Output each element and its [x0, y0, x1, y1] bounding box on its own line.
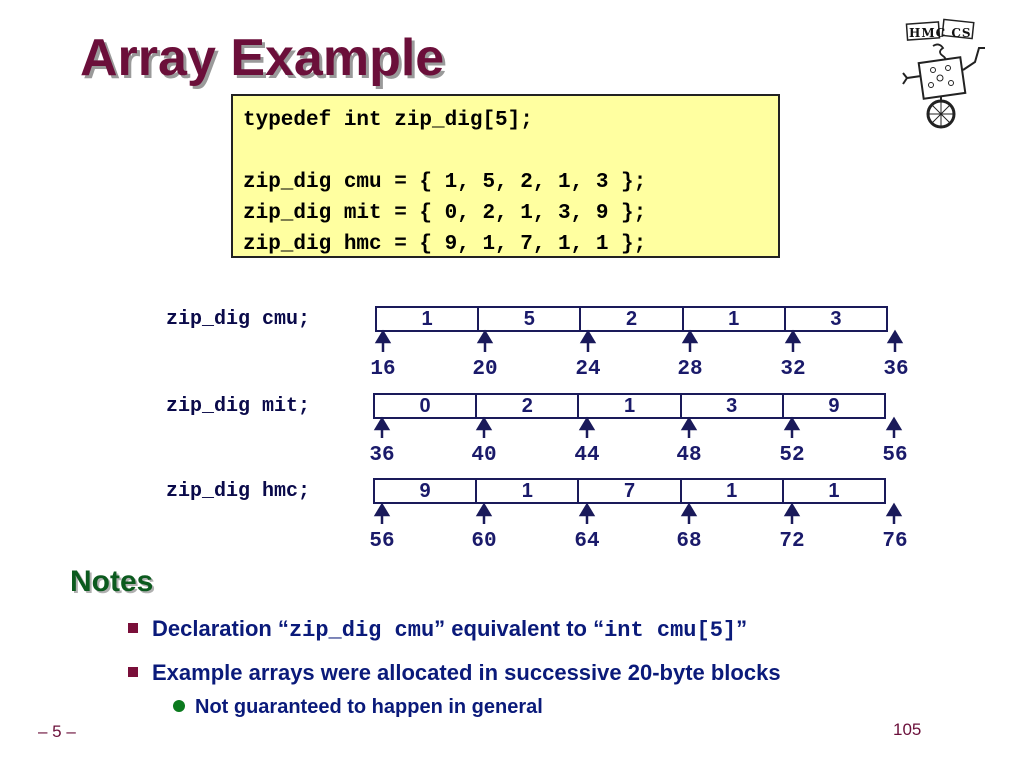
array-cell: 2	[475, 395, 577, 417]
address-label: 20	[472, 358, 498, 381]
array-cmu: 1 5 2 1 3	[375, 306, 888, 332]
array-cell: 9	[419, 480, 431, 502]
notes-heading: Notes	[70, 565, 154, 598]
array-cell: 1	[577, 395, 679, 417]
array-cell: 2	[579, 308, 681, 330]
arrow-row-hmc	[373, 502, 903, 524]
array-label-hmc: zip_dig hmc;	[166, 480, 311, 503]
address-label: 24	[575, 358, 601, 381]
address-label: 28	[677, 358, 703, 381]
arrow-row-mit	[373, 416, 903, 438]
note-code: int cmu[5]	[604, 618, 737, 643]
logo-text: HMC CS	[909, 26, 972, 40]
address-label: 60	[471, 530, 497, 553]
array-hmc: 9 1 7 1 1	[373, 478, 886, 504]
code-line: zip_dig hmc = { 9, 1, 7, 1, 1 };	[243, 233, 647, 256]
square-bullet-icon	[128, 667, 138, 678]
hmc-cs-robot-logo: HMC CS	[902, 18, 985, 129]
code-block: typedef int zip_dig[5]; zip_dig cmu = { …	[231, 94, 780, 258]
array-cell: 1	[681, 308, 784, 330]
address-label: 68	[676, 530, 702, 553]
array-label-cmu: zip_dig cmu;	[166, 308, 311, 331]
array-cell: 7	[577, 480, 679, 502]
address-label: 32	[780, 358, 806, 381]
array-cell: 3	[783, 308, 886, 330]
note-text: ” equivalent to “	[434, 616, 605, 641]
code-line: zip_dig mit = { 0, 2, 1, 3, 9 };	[243, 202, 647, 225]
code-line: zip_dig cmu = { 1, 5, 2, 1, 3 };	[243, 171, 647, 194]
address-label: 64	[574, 530, 600, 553]
note-sub-bullet: Not guaranteed to happen in general	[173, 696, 543, 719]
address-label: 36	[369, 444, 395, 467]
code-line: typedef int zip_dig[5];	[243, 109, 533, 132]
arrow-row-cmu	[374, 329, 904, 352]
array-cell: 3	[679, 395, 782, 417]
square-bullet-icon	[128, 623, 138, 634]
address-label: 44	[574, 444, 600, 467]
array-cell: 1	[781, 480, 884, 502]
note-bullet-1: Declaration “zip_dig cmu” equivalent to …	[128, 616, 747, 643]
note-bullet-2: Example arrays were allocated in success…	[128, 660, 781, 686]
address-label: 16	[370, 358, 396, 381]
array-cell: 0	[419, 395, 431, 417]
array-label-mit: zip_dig mit;	[166, 395, 311, 418]
address-label: 56	[882, 444, 908, 467]
address-label: 56	[369, 530, 395, 553]
note-text: Declaration “	[152, 616, 289, 641]
note-text: Not guaranteed to happen in general	[195, 696, 543, 718]
array-cell: 1	[475, 480, 577, 502]
address-label: 36	[883, 358, 909, 381]
note-text: Example arrays were allocated in success…	[152, 660, 781, 685]
array-cell: 5	[477, 308, 579, 330]
array-mit: 0 2 1 3 9	[373, 393, 886, 419]
array-cell: 9	[781, 395, 884, 417]
slide-title: Array Example	[80, 29, 445, 87]
array-cell: 1	[679, 480, 782, 502]
note-text: ”	[736, 616, 748, 641]
address-label: 72	[779, 530, 805, 553]
address-label: 76	[882, 530, 908, 553]
address-label: 52	[779, 444, 805, 467]
page-number: 105	[893, 720, 922, 739]
note-code: zip_dig cmu	[288, 618, 435, 643]
address-label: 48	[676, 444, 702, 467]
address-label: 40	[471, 444, 497, 467]
array-cell: 1	[421, 308, 433, 330]
round-bullet-icon	[173, 699, 185, 712]
slide-number: – 5 –	[38, 722, 76, 741]
